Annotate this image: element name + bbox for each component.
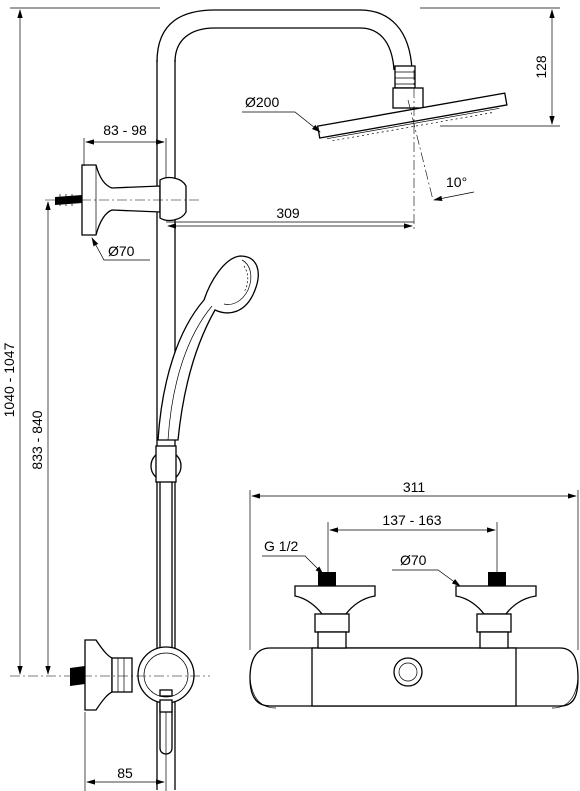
thermostatic-mixer-side <box>70 639 195 713</box>
thermostatic-mixer-front-view <box>249 572 579 709</box>
dim-head-diameter: Ø200 <box>245 94 279 110</box>
shower-head-axis <box>407 99 434 201</box>
dim-mixer-width: 311 <box>403 479 426 495</box>
dim-inlet-height: 833 - 840 <box>29 410 45 469</box>
hand-shower <box>157 255 259 441</box>
shower-arm <box>156 9 413 71</box>
hand-shower-slider <box>150 445 182 483</box>
dim-bracket-diameter: Ø70 <box>108 243 135 259</box>
arm-connector-nut <box>392 65 424 109</box>
dim-escutcheon-diameter: Ø70 <box>400 552 427 568</box>
dim-thread-size: G 1/2 <box>264 538 298 554</box>
left-inlet <box>294 572 376 649</box>
dim-bracket-depth: 83 - 98 <box>103 122 147 138</box>
dim-head-tilt: 10° <box>446 174 467 190</box>
dimension-lines-left <box>10 7 560 791</box>
shower-column-side-view <box>10 9 508 790</box>
dimension-lines-right <box>249 490 579 650</box>
dim-bracket-reach: 309 <box>276 205 300 221</box>
right-inlet <box>455 572 537 649</box>
dim-head-height: 128 <box>533 55 549 79</box>
dim-overall-height: 1040 - 1047 <box>1 342 17 417</box>
dim-inlet-spacing: 137 - 163 <box>382 512 441 528</box>
dim-mixer-depth: 85 <box>117 765 133 781</box>
